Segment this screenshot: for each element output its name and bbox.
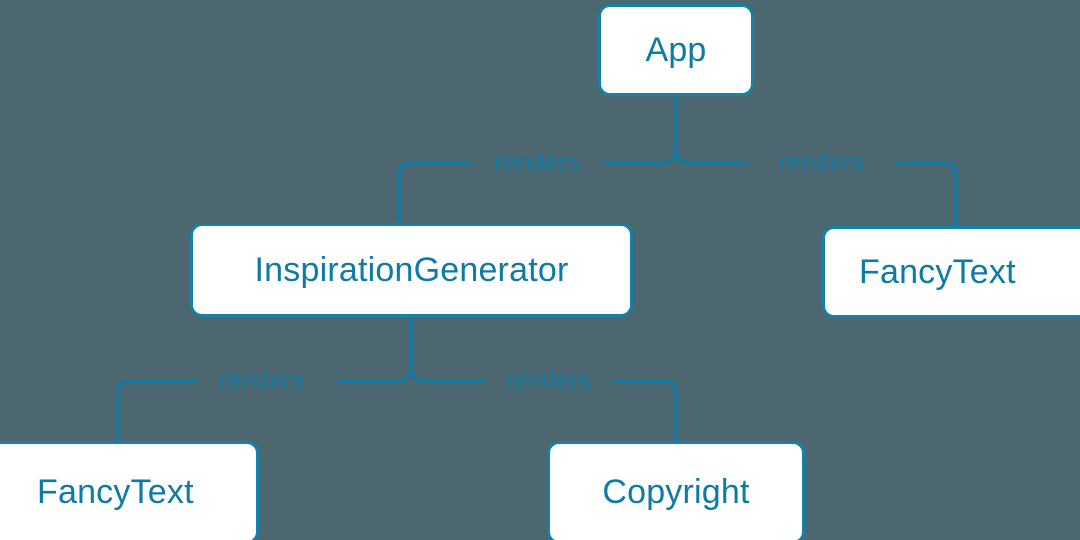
- edge-inspiration-to-fancytext-left-seg: [116, 379, 198, 443]
- node-app-label: App: [645, 30, 707, 69]
- node-fancytext-right-label: FancyText: [859, 252, 1016, 291]
- edge-label-inspiration-to-copyright: renders: [505, 366, 591, 395]
- node-copyright[interactable]: Copyright: [547, 441, 805, 540]
- node-copyright-label: Copyright: [602, 473, 750, 511]
- node-fancytext-right[interactable]: FancyText: [822, 226, 1080, 318]
- edge-label-app-to-fancytext: renders: [779, 148, 865, 177]
- node-fancytext-bottom[interactable]: FancyText: [0, 441, 259, 540]
- node-app[interactable]: App: [598, 4, 754, 96]
- edge-app-stem: [661, 94, 678, 165]
- edge-app-to-inspiration-left-seg: [397, 161, 472, 225]
- edge-label-app-to-inspiration: renders: [494, 148, 580, 177]
- node-inspiration-generator[interactable]: InspirationGenerator: [190, 223, 633, 317]
- edge-inspiration-stem: [396, 315, 413, 383]
- edge-app-stem-right: [674, 94, 691, 165]
- node-inspiration-generator-label: InspirationGenerator: [254, 250, 569, 289]
- edge-label-inspiration-to-fancytext: renders: [219, 366, 305, 395]
- node-fancytext-bottom-label: FancyText: [37, 473, 194, 511]
- edge-inspiration-to-copyright-right-seg: [612, 379, 678, 443]
- edge-app-to-fancytext-right-seg: [895, 161, 958, 228]
- edge-inspiration-stem-right: [409, 315, 426, 383]
